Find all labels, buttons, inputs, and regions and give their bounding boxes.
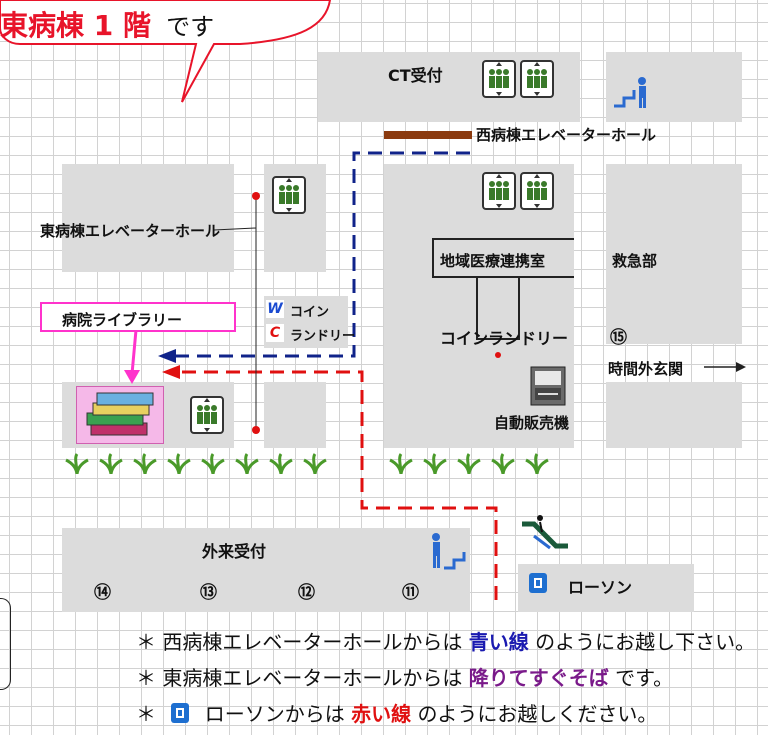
library-pointer (130, 329, 138, 375)
room-number-12: ⑫ (298, 583, 315, 603)
blue-route (168, 151, 470, 358)
room-number-13: ⑬ (200, 583, 217, 603)
coin-laundry-room (476, 278, 520, 340)
note-line-3: ＊ ローソンからは 赤い線 のようにお越しください。 (136, 698, 657, 727)
c-badge: C (266, 324, 284, 342)
stairs-person-icon (432, 533, 466, 570)
library-label-box: 病院ライブラリー (40, 302, 236, 332)
note-star: ＊ (136, 702, 156, 726)
plant-icon (491, 453, 515, 474)
note-text: 東病棟エレベーターホールからは (162, 666, 463, 690)
note-star: ＊ (136, 666, 156, 690)
lawson-logo-icon (529, 573, 547, 593)
books-icon (76, 386, 164, 444)
emergency-building (606, 164, 742, 344)
ct-reception-label: CT受付 (388, 66, 443, 85)
outpatient-building (62, 528, 470, 612)
note-star: ＊ (136, 630, 156, 654)
plant-icon (133, 453, 157, 474)
east-building-top (62, 164, 234, 272)
note-line-2: ＊ 東病棟エレベーターホールからは 降りてすぐそば です。 (136, 662, 673, 691)
note-text: ローソンからは (204, 702, 345, 726)
east-elevator-hall-label: 東病棟エレベーターホール (40, 222, 221, 240)
regional-medical-room (432, 238, 574, 278)
coin-laundry-left-bottom-label: ランドリー (290, 329, 356, 344)
elevator-icon (272, 176, 306, 214)
plant-icon (457, 453, 481, 474)
vending-machine-label: 自動販売機 (494, 414, 570, 432)
coin-laundry-main-label: コインランドリー (440, 329, 569, 348)
ne-building (606, 52, 742, 122)
east-hall-pointer (213, 227, 257, 231)
vending-machine-icon (530, 366, 566, 406)
note-text: 西病棟エレベーターホールからは (162, 630, 463, 654)
se-building (606, 382, 742, 448)
elevator-icon (520, 60, 554, 98)
lawson-label: ローソン (568, 578, 633, 597)
plant-icon (99, 453, 123, 474)
corridor-dot-bottom (252, 426, 260, 434)
escalator-icon (522, 515, 568, 550)
stairs-person-icon (614, 77, 646, 108)
laundry-dot (495, 352, 501, 358)
note-text: です。 (615, 666, 674, 690)
after-hours-entrance-label: 時間外玄関 (608, 360, 684, 378)
coin-laundry-left-top-label: コイン (290, 305, 330, 320)
notes-left-bracket (0, 598, 11, 690)
red-route-arrowhead (162, 365, 180, 379)
plant-icon (235, 453, 259, 474)
lawson-logo-icon (171, 703, 190, 723)
plant-icon (201, 453, 225, 474)
note-highlight: 赤い線 (351, 702, 412, 726)
small-building (264, 382, 326, 448)
plant-row-right (388, 452, 568, 476)
note-highlight: 降りてすぐそば (468, 666, 609, 690)
speech-bubble (0, 0, 332, 103)
blue-route-arrowhead (158, 349, 176, 363)
plant-icon (167, 453, 191, 474)
w-badge: W (266, 300, 284, 318)
note-text: のようにお越し下さい。 (535, 630, 756, 654)
arrow-right-icon (736, 362, 746, 372)
red-route (172, 370, 498, 600)
emergency-label: 救急部 (612, 252, 658, 270)
floor-banner-highlight: 東病棟 1 階 (0, 9, 151, 42)
note-highlight: 青い線 (468, 630, 529, 654)
plant-icon (269, 453, 293, 474)
elevator-icon (190, 396, 224, 434)
note-line-1: ＊ 西病棟エレベーターホールからは 青い線 のようにお越し下さい。 (136, 626, 755, 655)
plant-icon (423, 453, 447, 474)
note-text: のようにお越しください。 (417, 702, 658, 726)
elevator-icon (520, 172, 554, 210)
library-label: 病院ライブラリー (62, 311, 183, 329)
plant-icon (65, 453, 89, 474)
corridor-dot-top (252, 192, 260, 200)
lawson-building (518, 564, 694, 612)
plant-icon (303, 453, 327, 474)
library-pointer-head (124, 370, 140, 384)
outpatient-reception-label: 外来受付 (202, 542, 267, 561)
floor-banner: 東病棟 1 階 です (0, 4, 214, 44)
floor-banner-suffix: です (166, 13, 215, 41)
plant-icon (389, 453, 413, 474)
elevator-icon (482, 60, 516, 98)
room-number-11: ⑪ (402, 583, 419, 603)
elevator-icon (482, 172, 516, 210)
room-number-15: ⑮ (610, 328, 627, 348)
room-number-14: ⑭ (94, 583, 111, 603)
plant-icon (525, 453, 549, 474)
regional-medical-label: 地域医療連携室 (440, 252, 546, 270)
west-elevator-hall-label: 西病棟エレベーターホール (476, 126, 657, 144)
plant-row-left (64, 452, 344, 476)
